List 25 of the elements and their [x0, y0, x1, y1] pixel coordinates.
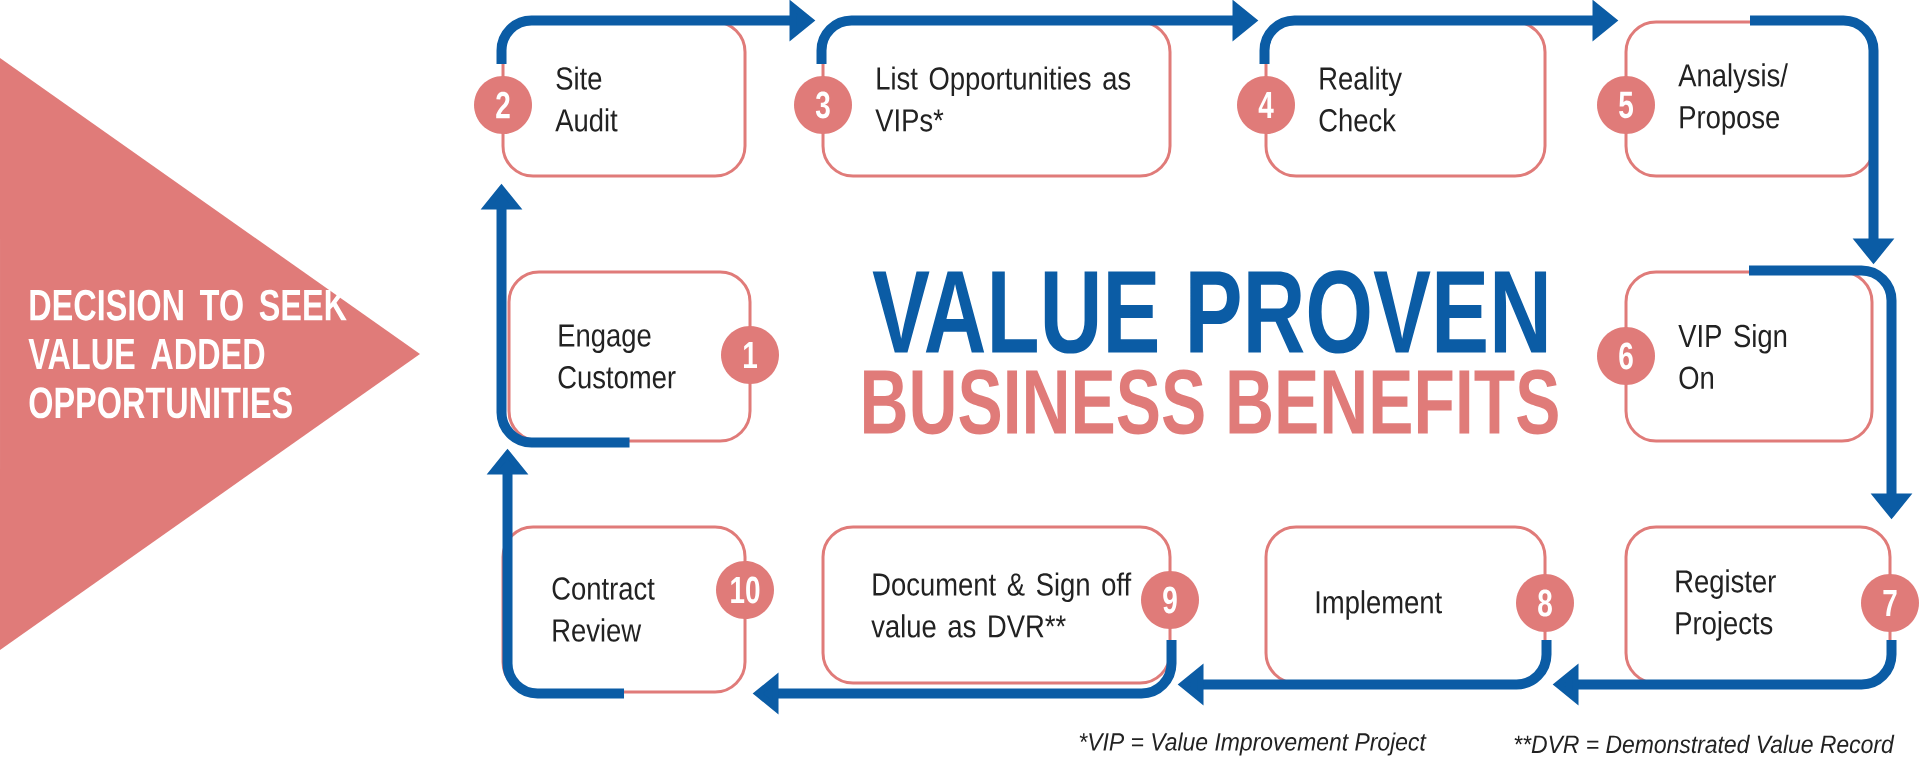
headline: VALUE PROVEN [872, 270, 1547, 354]
step-box: List Opportunities as VIPs* 3 [794, 20, 1172, 178]
number-badge: 3 [794, 76, 852, 134]
number-badge: 6 [1597, 327, 1655, 385]
number-badge: 9 [1141, 571, 1199, 629]
step-box: Analysis/ Propose 5 [1597, 20, 1876, 178]
decision-triangle: DECISION TO SEEK VALUE ADDED OPPORTUNITIES [0, 58, 420, 650]
step-box: Register Projects 7 [1624, 525, 1919, 685]
number-badge: 5 [1597, 76, 1655, 134]
number-badge: 2 [474, 76, 532, 134]
step-box: VIP Sign On 6 [1597, 270, 1874, 443]
step-box: Site Audit 2 [474, 20, 747, 178]
subheadline: BUSINESS BENEFITS [864, 369, 1558, 435]
number-badge: 7 [1861, 574, 1919, 632]
step-box: Implement 8 [1264, 525, 1574, 685]
step-box: Engage Customer 1 [507, 270, 779, 443]
footnote: *VIP = Value Improvement Project [1079, 732, 1427, 756]
number-badge: 10 [716, 561, 774, 619]
number-badge: 1 [721, 326, 779, 384]
number-badge: 4 [1237, 76, 1295, 134]
step-box: Reality Check 4 [1237, 20, 1547, 178]
step-box: Contract Review 10 [501, 525, 774, 694]
step-box: Document & Sign off value as DVR** 9 [821, 525, 1199, 685]
number-badge: 8 [1516, 574, 1574, 632]
footnote: **DVR = Demonstrated Value Record [1514, 734, 1895, 754]
